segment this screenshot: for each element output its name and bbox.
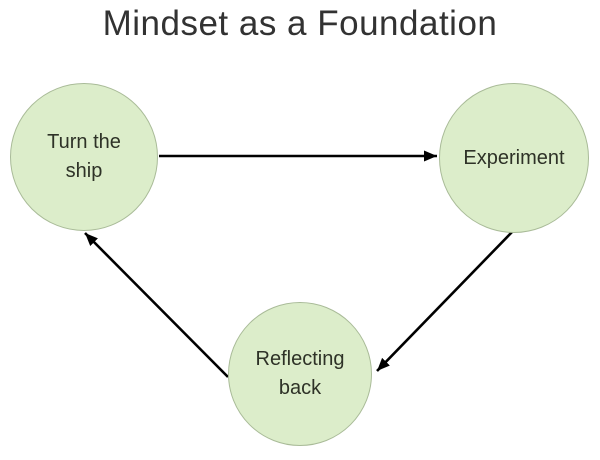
node-experiment: Experiment [439, 83, 589, 233]
page-title: Mindset as a Foundation [102, 4, 498, 43]
node-turn-the-ship: Turn the ship [10, 83, 158, 231]
node-label-turn-the-ship: Turn the ship [47, 131, 121, 182]
node-label-reflecting-back: Reflecting back [255, 348, 345, 399]
edge-experiment-to-reflecting-back [376, 231, 513, 372]
node-reflecting-back: Reflecting back [228, 302, 372, 446]
node-label-experiment: Experiment [463, 146, 565, 169]
edge-reflecting-back-to-turn-the-ship [84, 232, 229, 378]
